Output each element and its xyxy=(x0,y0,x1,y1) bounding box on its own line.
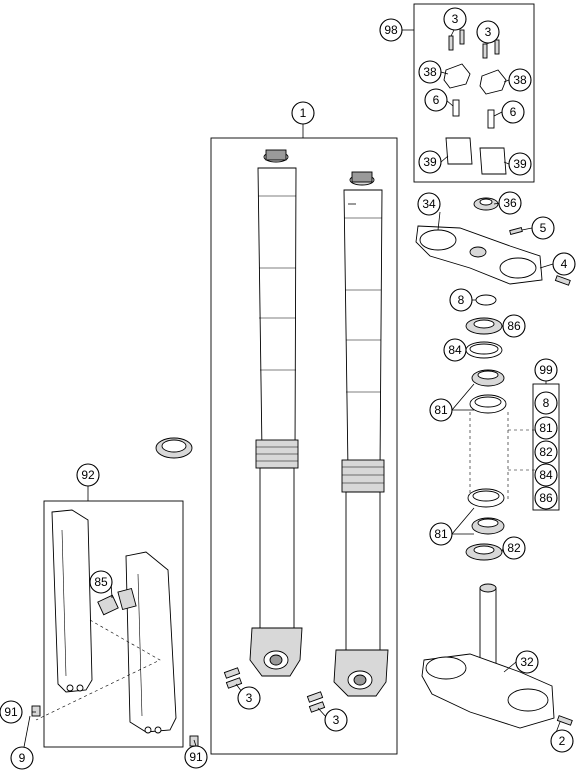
callout-2: 2 xyxy=(550,729,574,753)
svg-text:84: 84 xyxy=(539,468,553,482)
svg-text:81: 81 xyxy=(539,421,553,435)
svg-text:3: 3 xyxy=(333,713,340,727)
upper-triple-clamp xyxy=(415,225,571,286)
bushing-36 xyxy=(473,197,499,211)
kit-98-parts xyxy=(443,29,507,175)
svg-text:9: 9 xyxy=(19,751,26,765)
callout-1: 1 xyxy=(291,101,315,125)
left-fork-leg xyxy=(249,149,303,677)
svg-text:3: 3 xyxy=(452,12,459,26)
callout-99-81: 81 xyxy=(534,416,558,440)
callout-81-top: 81 xyxy=(429,398,453,422)
svg-text:8: 8 xyxy=(458,293,465,307)
svg-text:81: 81 xyxy=(434,527,448,541)
callout-3-right-fork: 3 xyxy=(324,708,348,732)
callout-9: 9 xyxy=(10,746,34,770)
svg-text:99: 99 xyxy=(539,363,553,377)
callout-99: 99 xyxy=(534,358,558,382)
callout-4: 4 xyxy=(552,252,576,276)
right-fork-leg xyxy=(333,171,389,697)
callout-82: 82 xyxy=(502,536,526,560)
callout-3-left-fork: 3 xyxy=(237,686,261,710)
seal-86-top xyxy=(465,317,503,335)
callout-3-kit-left: 3 xyxy=(443,7,467,31)
svg-text:91: 91 xyxy=(189,750,203,764)
callout-86: 86 xyxy=(502,314,526,338)
callout-99-8: 8 xyxy=(534,391,558,415)
axle-clamp-bolts-left xyxy=(223,667,243,689)
svg-text:34: 34 xyxy=(422,197,436,211)
svg-text:39: 39 xyxy=(513,157,527,171)
svg-text:81: 81 xyxy=(434,403,448,417)
callout-3-kit-right: 3 xyxy=(476,20,500,44)
svg-text:92: 92 xyxy=(81,468,95,482)
callout-81-bottom: 81 xyxy=(429,522,453,546)
svg-text:38: 38 xyxy=(423,65,437,79)
axle-clamp-bolts-right xyxy=(306,691,326,713)
callout-39-right: 39 xyxy=(508,152,532,176)
callout-84: 84 xyxy=(443,338,467,362)
callout-99-84: 84 xyxy=(534,463,558,487)
svg-text:84: 84 xyxy=(448,343,462,357)
fork-box-1 xyxy=(210,137,398,755)
fork-protector-box-92 xyxy=(43,500,184,748)
fork-protector-right xyxy=(125,551,177,734)
svg-text:85: 85 xyxy=(94,575,108,589)
callout-99-82: 82 xyxy=(534,440,558,464)
svg-text:1: 1 xyxy=(300,106,307,120)
protector-clip-85 xyxy=(97,587,137,616)
svg-text:4: 4 xyxy=(561,257,568,271)
bearing-81-bottom xyxy=(471,517,505,535)
svg-text:6: 6 xyxy=(433,93,440,107)
svg-text:86: 86 xyxy=(539,491,553,505)
callout-5: 5 xyxy=(531,216,555,240)
bolt-5 xyxy=(509,226,523,236)
callout-98: 98 xyxy=(379,18,403,42)
callout-91-left: 91 xyxy=(0,700,23,724)
svg-text:82: 82 xyxy=(507,541,521,555)
kit-box-98 xyxy=(413,3,535,183)
svg-text:86: 86 xyxy=(507,319,521,333)
svg-text:91: 91 xyxy=(4,705,18,719)
callout-91-right: 91 xyxy=(184,745,208,769)
svg-text:3: 3 xyxy=(246,691,253,705)
callout-8: 8 xyxy=(449,288,473,312)
svg-text:38: 38 xyxy=(513,73,527,87)
callout-38-right: 38 xyxy=(508,68,532,92)
callout-85: 85 xyxy=(89,570,113,594)
callout-32: 32 xyxy=(515,650,539,674)
callout-6-left: 6 xyxy=(424,88,448,112)
callout-6-right: 6 xyxy=(501,100,525,124)
callout-34: 34 xyxy=(417,192,441,216)
svg-text:32: 32 xyxy=(520,655,534,669)
bearing-cup-upper xyxy=(469,394,507,414)
seal-82 xyxy=(465,543,503,561)
callout-99-86: 86 xyxy=(534,486,558,510)
svg-text:5: 5 xyxy=(540,221,547,235)
ring-84 xyxy=(465,341,503,359)
screw-91-left xyxy=(31,705,41,717)
svg-text:98: 98 xyxy=(384,23,398,37)
o-ring-8 xyxy=(475,294,497,306)
lower-triple-clamp xyxy=(421,583,573,729)
loose-ring xyxy=(155,437,193,459)
callout-36: 36 xyxy=(498,191,522,215)
svg-text:39: 39 xyxy=(423,155,437,169)
svg-text:36: 36 xyxy=(503,196,517,210)
callout-39-left: 39 xyxy=(418,150,442,174)
svg-text:82: 82 xyxy=(539,445,553,459)
bearing-cup-lower xyxy=(467,488,505,508)
svg-text:8: 8 xyxy=(543,396,550,410)
svg-text:3: 3 xyxy=(485,25,492,39)
bearing-81-top xyxy=(471,369,505,387)
fork-protector-left xyxy=(51,509,93,693)
callout-92: 92 xyxy=(76,463,100,487)
svg-text:2: 2 xyxy=(559,734,566,748)
callout-38-left: 38 xyxy=(418,60,442,84)
svg-text:6: 6 xyxy=(510,105,517,119)
